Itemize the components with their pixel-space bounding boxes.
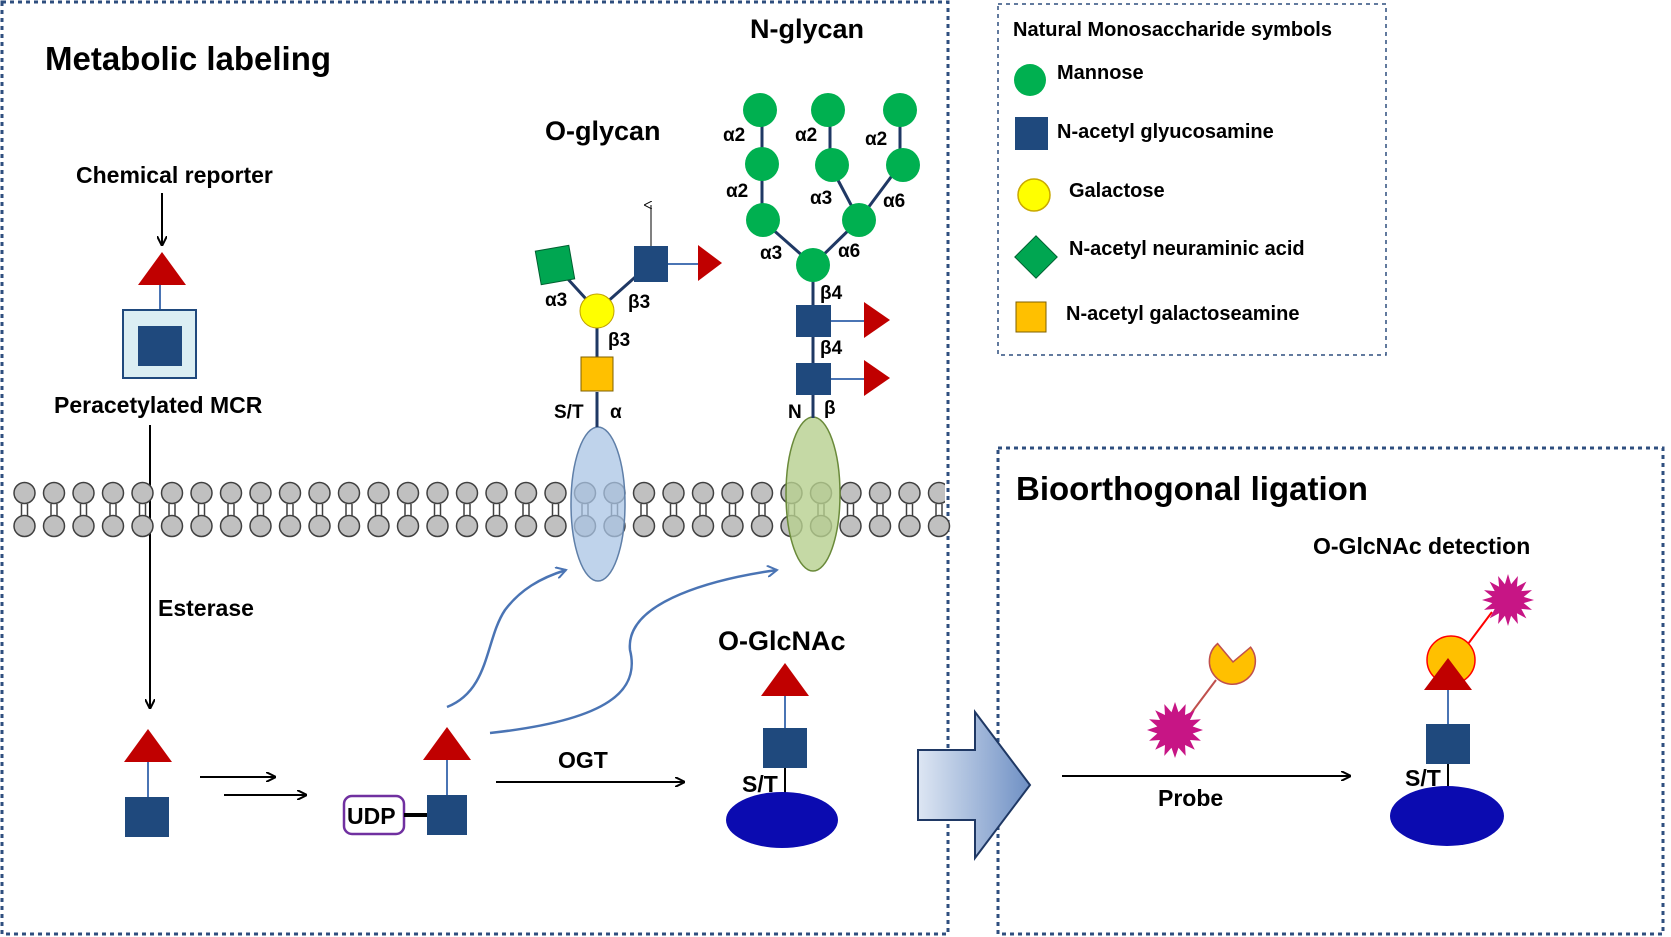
label-o-glcnac: O-GlcNAc [718,626,846,656]
o-glcnac-protein [726,792,838,848]
legend-glcnac-icon [1015,117,1048,150]
svg-text:S/T: S/T [554,402,584,423]
legend-mannose-icon [1014,64,1046,96]
mannose-circle-icon [815,148,849,182]
legend-label-galnac: N-acetyl galactoseamine [1066,303,1299,325]
svg-text:α2: α2 [726,181,748,202]
legend-panel [997,3,1387,356]
mannose-circle-icon [811,93,845,127]
mannose-circle-icon [886,148,920,182]
svg-text:α2: α2 [865,129,887,150]
legend-label-neuraminic: N-acetyl neuraminic acid [1069,238,1305,260]
legend-label-galactose: Galactose [1069,180,1165,202]
label-o-glycan: O-glycan [545,116,661,146]
n-glycan-glcnac-square-icon [796,363,831,395]
udp-glcnac-square-icon [427,795,467,835]
label-o-glcnac-detection: O-GlcNAc detection [1313,533,1530,559]
bound-glcnac-square-icon [1426,724,1470,764]
galnac-square-icon [580,356,614,392]
path-to-o-glycan [446,570,566,709]
label-ogt: OGT [558,747,608,773]
svg-text:α3: α3 [810,188,832,209]
svg-text:α2: α2 [723,125,745,146]
reporter-triangle-icon [138,252,186,285]
free-reporter-triangle-icon [124,729,172,762]
svg-text:α6: α6 [838,241,860,262]
mcr-glcnac-square-icon [138,326,182,366]
label-udp: UDP [347,803,396,829]
label-esterase: Esterase [158,595,254,621]
svg-text:β4: β4 [820,283,843,304]
svg-text:β4: β4 [820,338,843,359]
mannose-circle-icon [883,93,917,127]
bioorthogonal-panel [996,446,1665,936]
o-glycan-protein [570,426,626,582]
o-glycan-reporter-triangle-icon [698,245,722,281]
mannose-circle-icon [796,248,830,282]
svg-text:α3: α3 [760,243,782,264]
bound-protein [1390,786,1504,846]
o-glycan-structure: α3 β3 β3 S/T α [534,205,722,427]
bound-reporter-triangle-icon [1424,658,1472,690]
legend-galnac-icon [1015,301,1047,333]
svg-text:α3: α3 [545,290,567,311]
n-glycan-reporter-triangle-icon [864,302,890,338]
probe-pacman-icon [1208,642,1257,685]
svg-text:β: β [824,398,836,419]
label-probe: Probe [1158,785,1223,811]
o-glcnac-glcnac-square-icon [763,728,807,768]
n-glycan-reporter-triangle-icon [864,360,890,396]
legend-label-glcnac: N-acetyl glyucosamine [1057,121,1274,143]
label-n-glycan: N-glycan [750,14,864,44]
bound-fluorophore-icon [1482,574,1534,626]
metabolic-labeling-panel [0,0,950,936]
svg-text:N: N [788,402,802,423]
svg-text:α6: α6 [883,191,905,212]
path-to-n-glycan [489,570,777,735]
probe-fluorophore-icon [1147,702,1203,758]
panel-title-bioorthogonal: Bioorthogonal ligation [1016,470,1368,507]
legend-galactose-icon [1017,178,1051,212]
n-glycan-structure: α2 α2 α2 α2 α3 α6 α3 α6 β4 β4 N β [723,93,920,423]
legend-title: Natural Monosaccharide symbols [1013,19,1332,41]
n-glycan-protein [785,416,841,572]
label-st-detection: S/T [1405,765,1441,791]
free-glcnac-square-icon [125,797,169,837]
n-glycan-glcnac-square-icon [796,305,831,337]
svg-text:β3: β3 [628,292,650,313]
o-glcnac-reporter-triangle-icon [761,663,809,696]
galactose-circle-icon [579,293,615,329]
neuraminic-diamond-icon [534,244,576,286]
legend-label-mannose: Mannose [1057,62,1144,84]
legend-neuraminic-icon [1014,235,1058,279]
svg-text:β3: β3 [608,330,630,351]
label-peracetylated-mcr: Peracetylated MCR [54,392,263,418]
transition-arrow-icon [917,709,1032,861]
o-glycan-glcnac-square-icon [634,246,668,282]
svg-text:α2: α2 [795,125,817,146]
label-chemical-reporter: Chemical reporter [76,162,273,188]
svg-text:α: α [610,402,622,423]
mannose-circle-icon [745,147,779,181]
mannose-circle-icon [743,93,777,127]
panel-title-metabolic: Metabolic labeling [45,40,331,77]
mannose-circle-icon [842,203,876,237]
udp-reporter-triangle-icon [423,727,471,760]
mannose-circle-icon [746,203,780,237]
